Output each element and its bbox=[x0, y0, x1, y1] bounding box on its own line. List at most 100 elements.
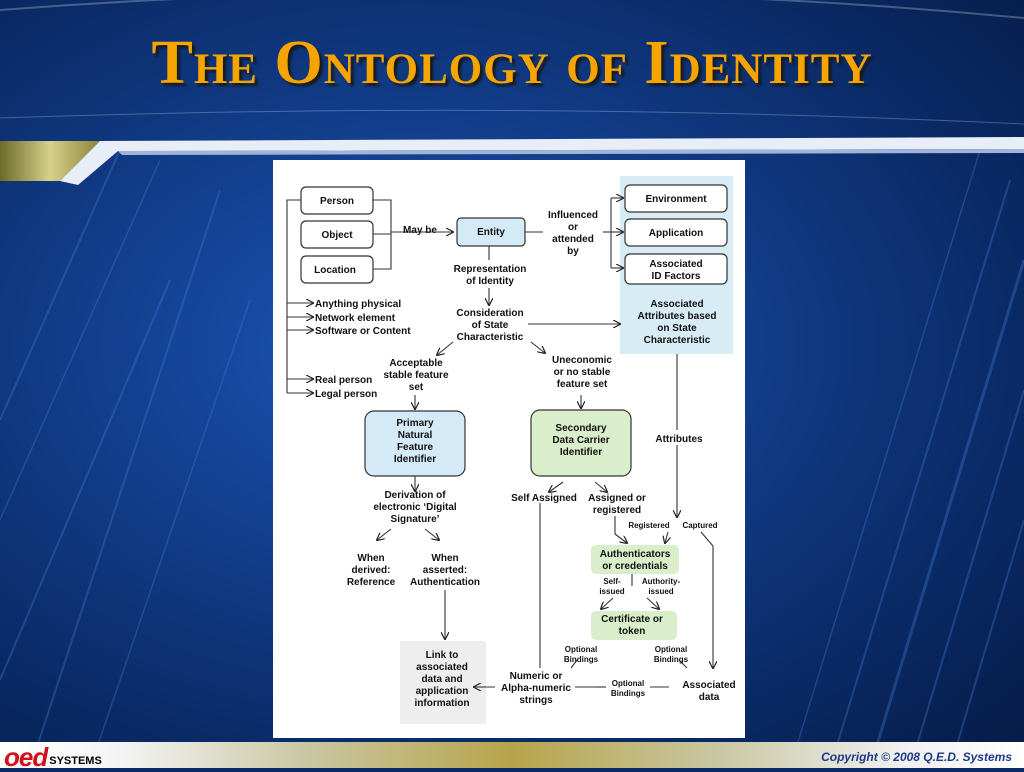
secondary-identifier-box bbox=[530, 409, 632, 477]
svg-text:Real person: Real person bbox=[315, 375, 372, 386]
svg-text:Reference: Reference bbox=[347, 577, 396, 588]
attributes-label: Attributes bbox=[655, 434, 703, 445]
may-be-label: May be bbox=[403, 225, 437, 236]
svg-text:or: or bbox=[568, 222, 578, 233]
svg-text:Associated: Associated bbox=[650, 299, 703, 310]
secondary-identifier-label: Secondary Data Carrier Identifier bbox=[552, 423, 609, 458]
derivation-label: Derivation of electronic ‘Digital Signat… bbox=[373, 490, 457, 525]
svg-text:Identifier: Identifier bbox=[394, 454, 436, 465]
application-box bbox=[624, 218, 728, 247]
svg-text:Authority-: Authority- bbox=[642, 577, 681, 586]
svg-text:registered: registered bbox=[593, 505, 641, 516]
svg-text:Optional: Optional bbox=[565, 645, 597, 654]
environment-label: Environment bbox=[645, 194, 707, 205]
acceptable-label: Acceptable stable feature set bbox=[383, 358, 448, 393]
svg-text:stable feature: stable feature bbox=[383, 370, 448, 381]
entity-label: Entity bbox=[477, 227, 505, 238]
ontology-diagram: Person Object Location May be Entity Env… bbox=[286, 176, 736, 724]
svg-text:Optional: Optional bbox=[655, 645, 687, 654]
captured-label: Captured bbox=[682, 521, 717, 530]
footer-bar bbox=[0, 742, 1024, 768]
self-issued-label: Self- issued bbox=[599, 577, 624, 596]
svg-text:Self-: Self- bbox=[603, 577, 621, 586]
self-assigned-label: Self Assigned bbox=[511, 493, 577, 504]
person-types-list: Real person Legal person bbox=[315, 375, 377, 400]
object-types-list: Anything physical Network element Softwa… bbox=[315, 299, 411, 337]
svg-text:Network element: Network element bbox=[315, 313, 396, 324]
svg-text:When: When bbox=[431, 553, 458, 564]
svg-text:Legal person: Legal person bbox=[315, 389, 377, 400]
svg-text:Secondary: Secondary bbox=[555, 423, 607, 434]
svg-text:Data Carrier: Data Carrier bbox=[552, 435, 609, 446]
svg-text:Optional: Optional bbox=[612, 679, 644, 688]
svg-text:Identifier: Identifier bbox=[560, 447, 602, 458]
svg-text:Attributes based: Attributes based bbox=[638, 311, 717, 322]
svg-text:Associated: Associated bbox=[682, 680, 735, 691]
registered-label: Registered bbox=[628, 521, 669, 530]
logo-word: SYSTEMS bbox=[49, 755, 102, 767]
svg-text:Signature’: Signature’ bbox=[391, 514, 440, 525]
svg-text:Alpha-numeric: Alpha-numeric bbox=[501, 683, 571, 694]
logo-mark: oed bbox=[4, 742, 48, 772]
svg-text:Acceptable: Acceptable bbox=[389, 358, 443, 369]
svg-text:Characteristic: Characteristic bbox=[644, 335, 711, 346]
svg-text:Influenced: Influenced bbox=[548, 210, 598, 221]
representation-label: Representation of Identity bbox=[454, 264, 527, 287]
svg-text:strings: strings bbox=[519, 695, 553, 706]
link-to-region bbox=[400, 641, 486, 724]
svg-text:derived:: derived: bbox=[352, 565, 391, 576]
svg-text:Anything physical: Anything physical bbox=[315, 299, 401, 310]
svg-text:Feature: Feature bbox=[397, 442, 434, 453]
environment-box bbox=[624, 184, 728, 213]
svg-text:Derivation of: Derivation of bbox=[384, 490, 446, 501]
location-label: Location bbox=[314, 265, 356, 276]
associated-data-label: Associated data bbox=[682, 680, 735, 703]
svg-text:Natural: Natural bbox=[398, 430, 433, 441]
svg-text:When: When bbox=[357, 553, 384, 564]
svg-text:application: application bbox=[416, 686, 469, 697]
svg-text:on State: on State bbox=[657, 323, 697, 334]
svg-text:of Identity: of Identity bbox=[466, 276, 514, 287]
id-factors-box bbox=[624, 253, 728, 285]
authenticators-label: Authenticators or credentials bbox=[600, 549, 671, 572]
svg-text:Representation: Representation bbox=[454, 264, 527, 275]
svg-text:electronic ‘Digital: electronic ‘Digital bbox=[373, 502, 457, 513]
certificate-box bbox=[591, 611, 677, 640]
optional-bindings-middle-label: Optional Bindings bbox=[611, 679, 646, 698]
svg-text:feature set: feature set bbox=[557, 379, 608, 390]
svg-text:asserted:: asserted: bbox=[423, 565, 467, 576]
svg-text:Authenticators: Authenticators bbox=[600, 549, 671, 560]
svg-text:associated: associated bbox=[416, 662, 468, 673]
slide-title: The Ontology of Identity bbox=[151, 29, 873, 97]
svg-text:set: set bbox=[409, 382, 424, 393]
svg-text:Bindings: Bindings bbox=[611, 689, 646, 698]
id-factors-label-2: ID Factors bbox=[652, 271, 701, 282]
svg-text:issued: issued bbox=[648, 587, 673, 596]
svg-text:issued: issued bbox=[599, 587, 624, 596]
link-to-label: Link to associated data and application … bbox=[415, 650, 470, 709]
optional-bindings-right-label: Optional Bindings bbox=[654, 645, 689, 664]
when-derived-label: When derived: Reference bbox=[347, 553, 396, 588]
assigned-registered-label: Assigned or registered bbox=[588, 493, 646, 516]
authority-issued-label: Authority- issued bbox=[642, 577, 681, 596]
svg-text:Bindings: Bindings bbox=[654, 655, 689, 664]
svg-text:Link to: Link to bbox=[426, 650, 459, 661]
diagram-panel: Person Object Location May be Entity Env… bbox=[273, 160, 745, 738]
svg-text:Assigned or: Assigned or bbox=[588, 493, 646, 504]
optional-bindings-left-label: Optional Bindings bbox=[564, 645, 599, 664]
authenticators-box bbox=[591, 545, 679, 574]
company-logo: oed SYSTEMS bbox=[4, 742, 102, 772]
svg-text:Characteristic: Characteristic bbox=[457, 332, 524, 343]
svg-text:attended: attended bbox=[552, 234, 594, 245]
object-label: Object bbox=[321, 230, 353, 241]
certificate-label: Certificate or token bbox=[601, 614, 663, 637]
copyright-text: Copyright © 2008 Q.E.D. Systems bbox=[821, 750, 1012, 764]
primary-identifier-label: Primary Natural Feature Identifier bbox=[394, 418, 436, 465]
svg-text:Authentication: Authentication bbox=[410, 577, 480, 588]
influenced-label: Influenced or attended by bbox=[548, 210, 598, 257]
svg-text:data: data bbox=[699, 692, 720, 703]
svg-text:Primary: Primary bbox=[396, 418, 434, 429]
uneconomic-label: Uneconomic or no stable feature set bbox=[552, 355, 612, 390]
consideration-label: Consideration of State Characteristic bbox=[456, 308, 523, 343]
svg-text:information: information bbox=[415, 698, 470, 709]
